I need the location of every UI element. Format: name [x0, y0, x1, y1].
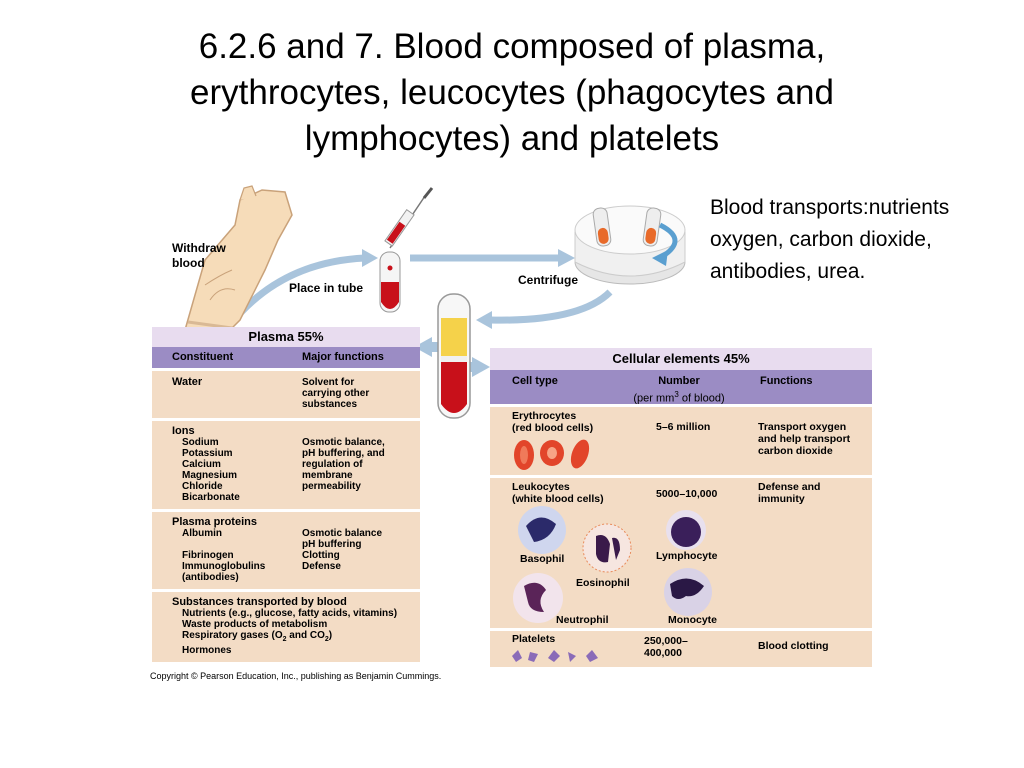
arrow-centrifuge-to-tube — [489, 289, 613, 324]
lymphocyte-label: Lymphocyte — [656, 550, 718, 562]
note-line-3: antibodies, urea. — [710, 260, 866, 283]
arrow-to-plasma — [414, 337, 432, 357]
centrifuge-illustration — [574, 205, 686, 285]
plasma-row-water: Water Solvent for carrying other substan… — [152, 368, 420, 418]
plasma-column-headers: Constituent Major functions — [152, 347, 420, 368]
cellular-table: Cellular elements 45% Cell type Number (… — [490, 348, 872, 667]
plasma-row-ions: Ions Sodium Potassium Calcium Magnesium … — [152, 418, 420, 509]
basophil-label: Basophil — [520, 553, 565, 565]
plasma-header: Plasma 55% — [152, 327, 420, 347]
arrow-head-2 — [558, 249, 575, 267]
note-line-1: Blood transports:nutrients — [710, 196, 950, 219]
col-constituent: Constituent — [172, 351, 234, 363]
separated-blood-tube — [437, 293, 471, 419]
page-title: 6.2.6 and 7. Blood composed of plasma, e… — [60, 24, 964, 162]
leukocyte-cells-image — [513, 506, 712, 623]
cellular-header: Cellular elements 45% — [490, 348, 872, 370]
withdraw-blood-label: Withdraw blood — [172, 241, 226, 270]
col-number: Number (per mm3 of blood) — [633, 375, 725, 405]
arrow-head-3 — [476, 311, 492, 329]
plasma-row-substances: Substances transported by blood Nutrient… — [152, 589, 420, 662]
col-functions: Functions — [760, 375, 813, 387]
copyright-notice: Copyright © Pearson Education, Inc., pub… — [150, 671, 442, 681]
centrifuge-label: Centrifuge — [518, 273, 578, 287]
title-line-2: erythrocytes, leucocytes (phagocytes and — [190, 73, 834, 112]
platelets-image — [512, 650, 598, 662]
small-test-tube — [379, 251, 401, 313]
transport-note: Blood transports:nutrients oxygen, carbo… — [710, 192, 1010, 288]
eosinophil-label: Eosinophil — [576, 577, 630, 589]
col-cell-type: Cell type — [512, 375, 558, 387]
cellular-row-erythrocytes: Erythrocytes (red blood cells) 5–6 milli… — [490, 404, 872, 475]
place-in-tube-label: Place in tube — [289, 281, 364, 295]
arrow-head-1 — [362, 249, 378, 267]
syringe-illustration — [384, 187, 434, 249]
monocyte-label: Monocyte — [668, 614, 718, 626]
neutrophil-label: Neutrophil — [556, 614, 609, 626]
title-line-3: lymphocytes) and platelets — [304, 119, 720, 158]
plasma-row-proteins: Plasma proteins Albumin Fibrinogen Immun… — [152, 509, 420, 589]
plasma-table: Plasma 55% Constituent Major functions W… — [152, 327, 420, 662]
title-line-1: 6.2.6 and 7. Blood composed of plasma, — [198, 27, 826, 66]
note-line-2: oxygen, carbon dioxide, — [710, 228, 932, 251]
cellular-row-leukocytes: Leukocytes (white blood cells) 5000–10,0… — [490, 475, 872, 628]
cellular-row-platelets: Platelets 250,000– 400,000 Blood clottin… — [490, 628, 872, 667]
arrow-to-cellular — [472, 357, 490, 377]
erythrocyte-cells-image — [514, 439, 590, 470]
cellular-column-headers: Cell type Number (per mm3 of blood) Func… — [490, 370, 872, 405]
col-major-functions: Major functions — [302, 351, 384, 363]
